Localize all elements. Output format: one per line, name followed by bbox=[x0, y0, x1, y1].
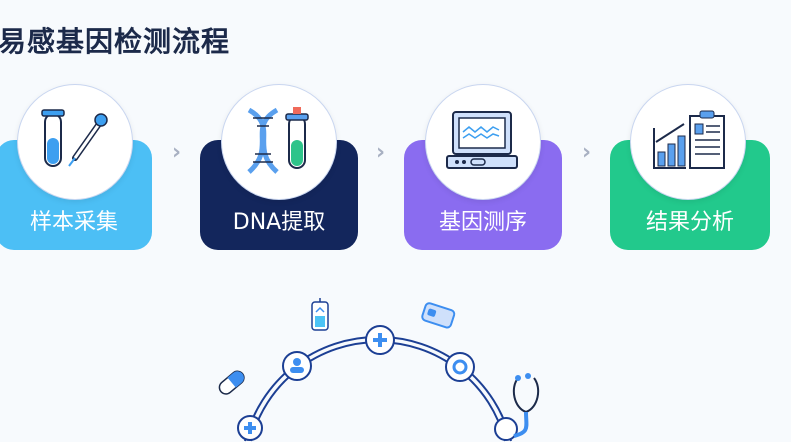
step-label: 基因测序 bbox=[438, 210, 527, 235]
healthcare-arc-illustration bbox=[218, 298, 540, 442]
plus-node-icon bbox=[237, 415, 263, 441]
step-label: DNA提取 bbox=[232, 210, 326, 235]
sequencer-monitor-icon bbox=[425, 84, 541, 200]
chevron-right-icon: › bbox=[376, 140, 386, 165]
user-node-icon bbox=[282, 351, 312, 381]
chart-report-icon bbox=[630, 84, 746, 200]
page-title: 易感基因检测流程 bbox=[0, 25, 231, 58]
medical-card-icon bbox=[421, 302, 456, 329]
step-label: 结果分析 bbox=[645, 210, 734, 235]
chevron-right-icon: › bbox=[582, 140, 592, 165]
step-label: 样本采集 bbox=[29, 210, 118, 235]
dna-tube-icon bbox=[221, 84, 337, 200]
stethoscope-icon bbox=[494, 373, 540, 441]
pill-icon bbox=[218, 370, 245, 395]
iv-bag-icon bbox=[311, 298, 329, 331]
test-tube-dropper-icon bbox=[17, 84, 133, 200]
chevron-right-icon: › bbox=[172, 140, 182, 165]
plus-node-icon bbox=[365, 325, 395, 355]
virus-node-icon bbox=[445, 352, 475, 382]
